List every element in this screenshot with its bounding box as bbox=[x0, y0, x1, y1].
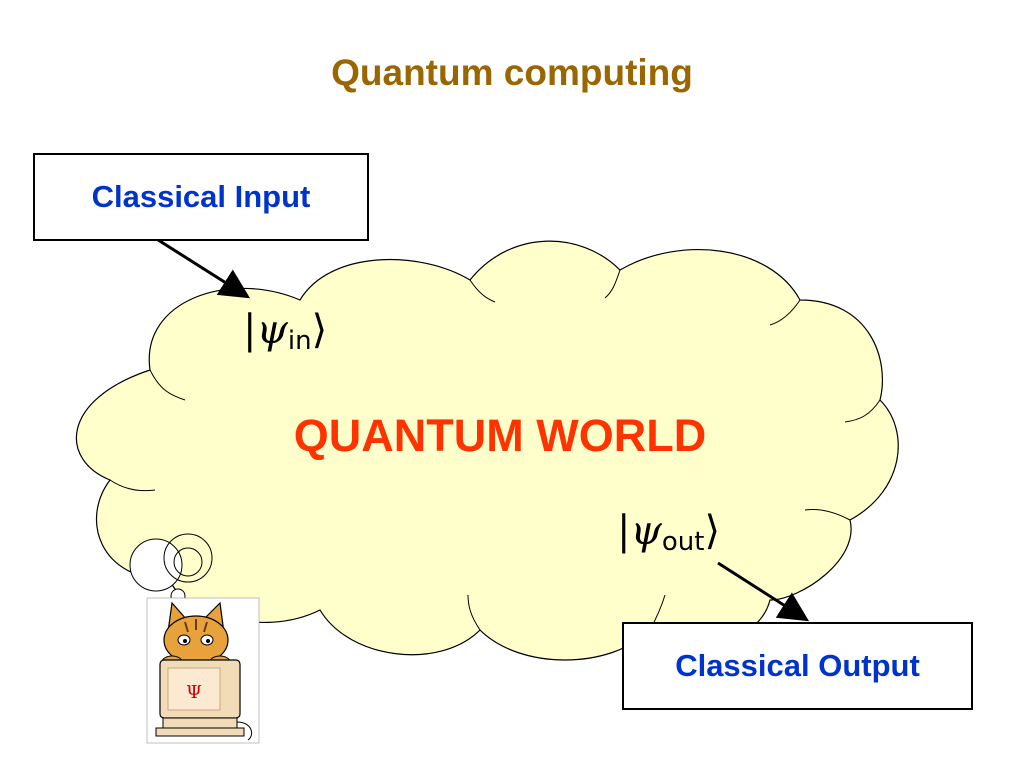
slide-title: Quantum computing bbox=[331, 52, 693, 93]
classical-output-box: Classical Output bbox=[622, 622, 973, 710]
psi-symbol: ψ bbox=[630, 508, 662, 554]
ket-subscript: out bbox=[661, 527, 705, 557]
thought-bubble bbox=[163, 533, 213, 583]
cloud-fold-line bbox=[604, 269, 621, 299]
psi-screen-symbol: Ψ bbox=[186, 682, 202, 703]
ket-psi-out: |ψout⟩ bbox=[617, 508, 721, 557]
classical-input-label: Classical Input bbox=[91, 179, 311, 214]
thought-bubble bbox=[173, 547, 203, 577]
quantum-world-label: QUANTUM WORLD bbox=[293, 410, 707, 461]
thought-bubble bbox=[129, 538, 183, 592]
cloud-fold-line bbox=[149, 369, 186, 401]
cloud-fold-line bbox=[109, 479, 156, 492]
quantum-cloud bbox=[75, 240, 899, 661]
ket-psi-in: |ψin⟩ bbox=[243, 307, 328, 356]
classical-output-label: Classical Output bbox=[675, 648, 920, 683]
input-arrow bbox=[154, 236, 251, 299]
cloud-fold-line bbox=[844, 399, 881, 423]
psi-symbol: ψ bbox=[256, 307, 288, 353]
cloud-fold-line bbox=[469, 279, 496, 303]
output-arrow bbox=[717, 561, 810, 622]
ket-subscript: in bbox=[287, 326, 312, 356]
cloud-fold-line bbox=[804, 509, 851, 521]
cat-computer-illustration bbox=[146, 597, 260, 744]
cloud-fold-line bbox=[467, 594, 481, 631]
cloud-fold-line bbox=[769, 299, 801, 326]
classical-input-box: Classical Input bbox=[33, 153, 369, 241]
